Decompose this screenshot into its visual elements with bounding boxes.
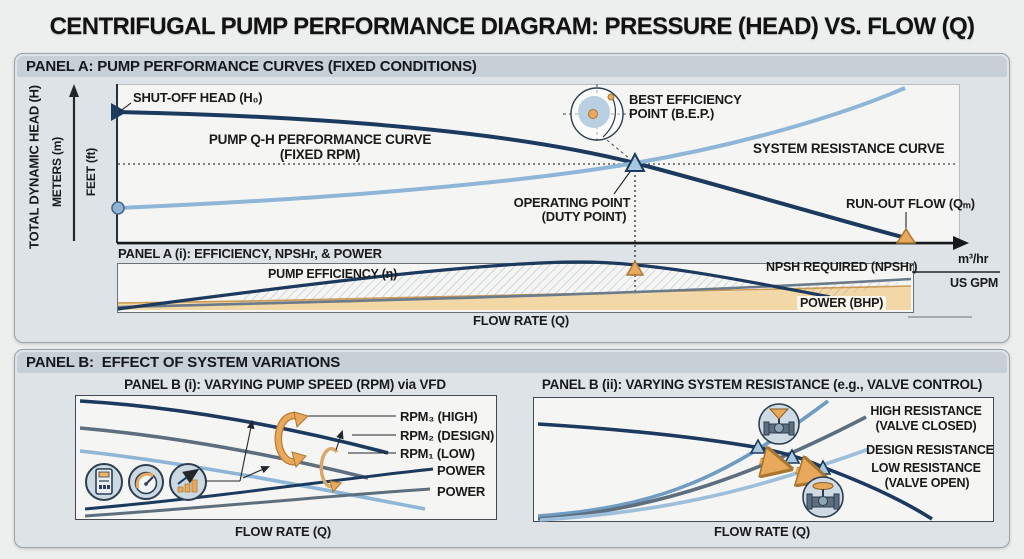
- diagram-title: CENTRIFUGAL PUMP PERFORMANCE DIAGRAM: PR…: [49, 13, 975, 40]
- units-us-label: US GPM: [950, 276, 999, 290]
- rpm2-label: RPM₂ (DESIGN): [400, 428, 495, 443]
- shutoff-head-label: SHUT-OFF HEAD (H₀): [133, 90, 263, 105]
- system-curve-label: SYSTEM RESISTANCE CURVE: [753, 141, 945, 156]
- flow-rate-label-b2: FLOW RATE (Q): [713, 524, 811, 539]
- power2-label: POWER: [437, 484, 486, 499]
- flow-rate-label-b1: FLOW RATE (Q): [234, 524, 332, 539]
- operating-point-label-line2: (DUTY POINT): [541, 209, 627, 224]
- npsh-label: NPSH REQUIRED (NPSHr): [766, 260, 918, 274]
- y-axis-metric-label: METERS (m): [50, 136, 64, 208]
- rpm3-label: RPM₃ (HIGH): [400, 409, 478, 424]
- panel-b2-header: PANEL B (ii): VARYING SYSTEM RESISTANCE …: [541, 377, 983, 392]
- bep-label-line1: BEST EFFICIENCY: [629, 92, 742, 107]
- high-resistance-label-line1: HIGH RESISTANCE: [870, 404, 982, 418]
- power-label: POWER (BHP): [797, 296, 887, 310]
- low-resistance-label-line2: (VALVE OPEN): [884, 476, 970, 490]
- efficiency-label: PUMP EFFICIENCY (η): [268, 267, 398, 281]
- design-resistance-label: DESIGN RESISTANCE: [866, 443, 994, 457]
- power1-label: POWER: [437, 463, 486, 478]
- operating-point-label-line1: OPERATING POINT: [513, 195, 631, 210]
- pump-curve-label-line2: (FIXED RPM): [279, 147, 361, 162]
- low-resistance-label-line1: LOW RESISTANCE: [871, 461, 981, 475]
- y-axis-imperial-label: FEET (ft): [84, 147, 98, 197]
- y-axis-title: TOTAL DYNAMIC HEAD (H): [26, 85, 42, 249]
- high-resistance-label-line2: (VALVE CLOSED): [875, 419, 977, 433]
- pump-curve-label-line1: PUMP Q-H PERFORMANCE CURVE: [208, 132, 432, 147]
- panel-b1-header: PANEL B (i): VARYING PUMP SPEED (RPM) vi…: [124, 377, 446, 392]
- panel-b-header: PANEL B: EFFECT OF SYSTEM VARIATIONS: [17, 352, 1007, 373]
- panel-a-plot-area: [117, 84, 960, 245]
- units-metric-label: m³/hr: [958, 252, 989, 266]
- bep-label-line2: POINT (B.E.P.): [629, 106, 715, 121]
- subpanel-header: PANEL A (i): EFFICIENCY, NPSHr, & POWER: [118, 246, 382, 261]
- flow-rate-label-a: FLOW RATE (Q): [472, 313, 570, 328]
- rpm1-label: RPM₁ (LOW): [400, 446, 475, 461]
- runout-flow-label: RUN-OUT FLOW (Qₘ): [846, 196, 975, 211]
- panel-a-header: PANEL A: PUMP PERFORMANCE CURVES (FIXED …: [17, 56, 1007, 77]
